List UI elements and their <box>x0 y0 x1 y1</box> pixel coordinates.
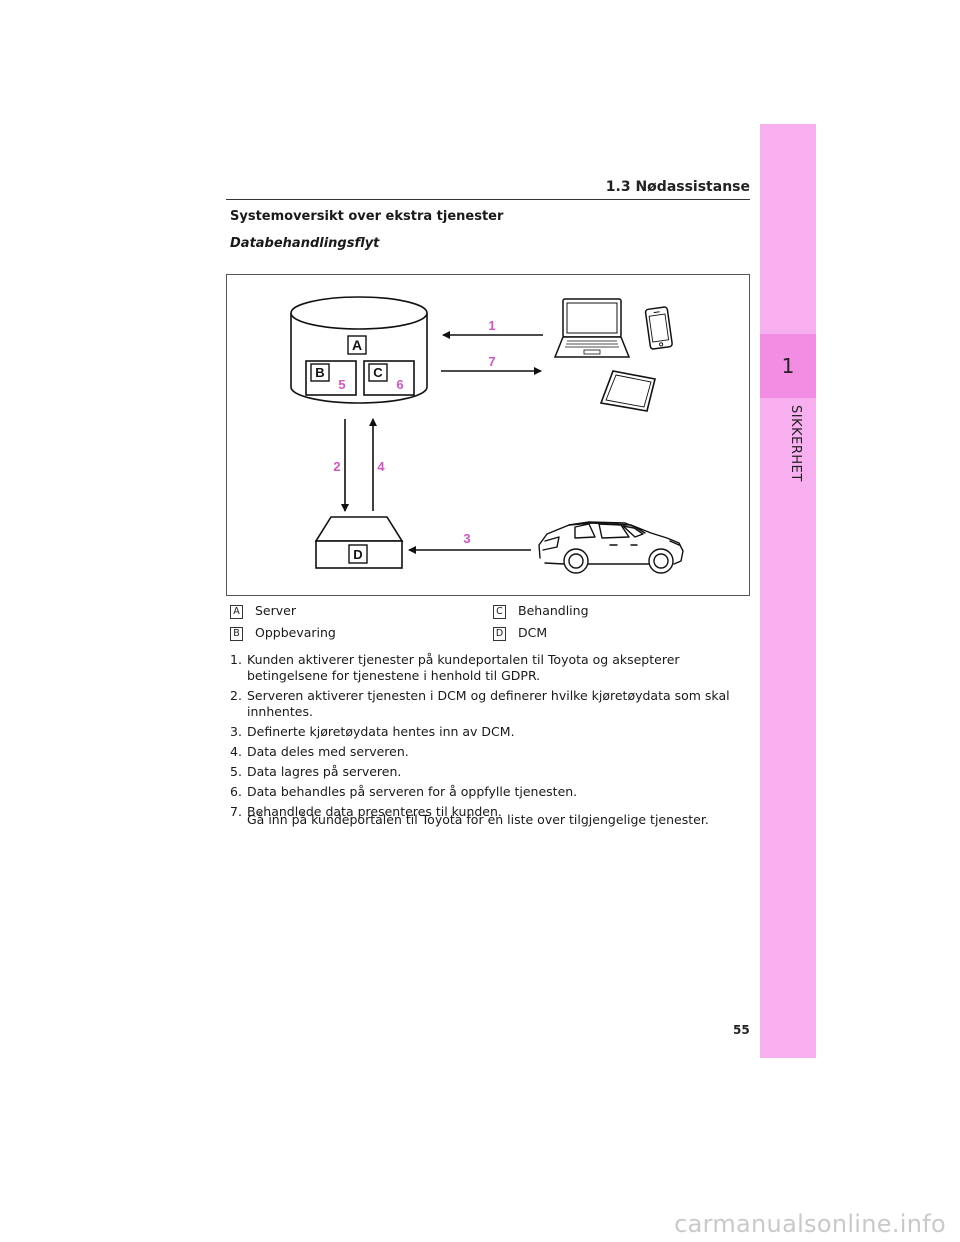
legend-label-a: Server <box>255 603 296 618</box>
step-number-7: 7 <box>488 354 495 369</box>
chapter-label: SIKKERHET <box>788 405 803 482</box>
list-item: 6.Data behandles på serveren for å oppfy… <box>230 784 578 799</box>
tablet-icon <box>599 370 656 412</box>
smartphone-icon <box>644 306 673 350</box>
svg-text:B: B <box>315 365 324 380</box>
page-subtitle: Databehandlingsflyt <box>230 236 380 251</box>
header-divider <box>226 199 750 200</box>
step-number-4: 4 <box>377 459 385 474</box>
legend-item-b: B Oppbevaring <box>230 625 336 641</box>
step-number-2: 2 <box>333 459 340 474</box>
chapter-number-tab[interactable]: 1 <box>760 334 816 398</box>
list-item: 4.Data deles med serveren. <box>230 744 409 759</box>
svg-text:C: C <box>373 365 383 380</box>
step-number-1: 1 <box>488 318 495 333</box>
step-number-6: 6 <box>396 377 403 392</box>
processing-box: C 6 <box>363 360 415 396</box>
section-header: 1.3 Nødassistanse <box>605 179 750 195</box>
process-steps: 1.Kunden aktiverer tjenester på kundepor… <box>230 652 750 824</box>
laptop-icon <box>553 298 631 358</box>
legend-key-b: B <box>230 627 243 641</box>
svg-text:D: D <box>353 547 362 562</box>
page-number: 55 <box>733 1023 750 1037</box>
legend-key-d: D <box>493 627 506 641</box>
car-icon <box>538 521 684 574</box>
legend-item-d: D DCM <box>493 625 547 641</box>
list-item: 3.Definerte kjøretøydata hentes inn av D… <box>230 724 515 739</box>
list-item: 2.Serveren aktiverer tjenesten i DCM og … <box>230 688 730 719</box>
dcm-box: D <box>314 516 404 569</box>
list-item: 7.Behandlede data presenteres til kunden… <box>230 804 502 819</box>
watermark: carmanualsonline.info <box>674 1210 946 1238</box>
list-item: 1.Kunden aktiverer tjenester på kundepor… <box>230 652 680 683</box>
legend-label-b: Oppbevaring <box>255 625 336 640</box>
legend-key-c: C <box>493 605 506 619</box>
data-flow-diagram: A B 5 C 6 1 7 2 4 <box>226 274 750 596</box>
services-note: Gå inn på kundeportalen til Toyota for e… <box>247 812 709 827</box>
chapter-number: 1 <box>781 354 795 378</box>
storage-box: B 5 <box>305 360 357 396</box>
server-label-a: A <box>347 335 367 355</box>
svg-text:A: A <box>352 337 362 353</box>
legend-label-d: DCM <box>518 625 548 640</box>
legend-item-a: A Server <box>230 603 296 619</box>
list-item: 5.Data lagres på serveren. <box>230 764 402 779</box>
legend-label-c: Behandling <box>518 603 589 618</box>
legend-item-c: C Behandling <box>493 603 589 619</box>
diagram-svg: A B 5 C 6 1 7 2 4 <box>290 296 684 574</box>
legend-key-a: A <box>230 605 243 619</box>
step-number-3: 3 <box>463 531 470 546</box>
chapter-side-tab <box>760 124 816 1058</box>
step-number-5: 5 <box>338 377 345 392</box>
page-title: Systemoversikt over ekstra tjenester <box>230 209 504 224</box>
